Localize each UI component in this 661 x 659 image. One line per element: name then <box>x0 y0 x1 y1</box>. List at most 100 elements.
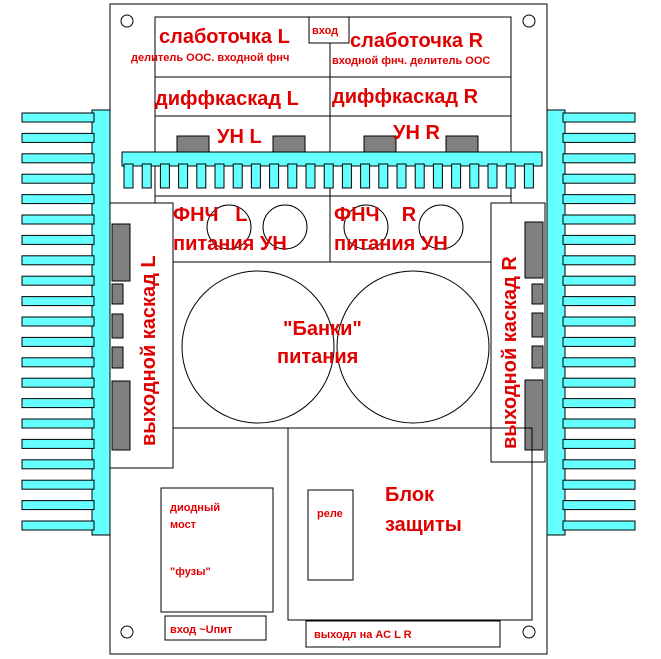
lpf-l-label: ФНЧ L <box>173 204 247 226</box>
mounting-hole-tr <box>522 14 536 28</box>
small-signal-l-title: слаботочка L <box>159 26 290 48</box>
protection-label-2: защиты <box>385 514 462 536</box>
input-label: вход <box>312 25 338 37</box>
output-r-transistor-1 <box>524 221 544 279</box>
ac-output-connector <box>305 620 501 648</box>
right-heatsink-fin <box>562 214 636 225</box>
left-heatsink-fin <box>21 255 95 266</box>
right-heatsink-fin <box>562 234 636 245</box>
vas-heatsink-fin <box>323 163 334 189</box>
right-heatsink-fin <box>562 296 636 307</box>
left-heatsink-fin <box>21 132 95 143</box>
right-heatsink-base <box>546 109 566 536</box>
lpf-l-capacitor-1 <box>206 204 252 250</box>
right-heatsink-fin <box>562 173 636 184</box>
protection-label-1: Блок <box>385 484 435 506</box>
fuses-label: "фузы" <box>170 566 211 578</box>
right-heatsink-fin <box>562 112 636 123</box>
vas-heatsink-fin <box>451 163 462 189</box>
vas-l-label: УН L <box>217 126 262 148</box>
left-heatsink-fin <box>21 316 95 327</box>
right-heatsink-fin <box>562 500 636 511</box>
vas-heatsink-fin <box>196 163 207 189</box>
left-heatsink-fin <box>21 520 95 531</box>
left-heatsink-fin <box>21 336 95 347</box>
small-signal-r-title: слаботочка R <box>350 30 484 52</box>
power-capacitor-r <box>336 270 490 424</box>
output-r-transistor-3 <box>531 312 544 338</box>
left-heatsink-fin <box>21 194 95 205</box>
right-heatsink-fin <box>562 316 636 327</box>
vas-heatsink-fin <box>141 163 152 189</box>
vas-heatsink-fin <box>287 163 298 189</box>
vas-heatsink-fin <box>250 163 261 189</box>
vas-heatsink-fin <box>378 163 389 189</box>
left-heatsink-fin <box>21 357 95 368</box>
vas-heatsink-fin <box>487 163 498 189</box>
left-heatsink-fin <box>21 459 95 470</box>
right-heatsink-fin <box>562 336 636 347</box>
right-heatsink-fin <box>562 398 636 409</box>
output-l-transistor-1 <box>111 223 131 282</box>
left-heatsink-fin <box>21 234 95 245</box>
psu-vas-l-label: питания УН <box>173 233 287 255</box>
lpf-r-capacitor-2 <box>418 204 464 250</box>
left-heatsink-base <box>91 109 111 536</box>
vas-heatsink-fin <box>123 163 134 189</box>
ac-output-label: выходл на АС L R <box>314 629 412 641</box>
left-heatsink-fin <box>21 173 95 184</box>
power-input-label: вход ~Uпит <box>170 624 233 636</box>
vas-heatsink-fin <box>341 163 352 189</box>
right-heatsink-fin <box>562 132 636 143</box>
left-heatsink-fin <box>21 438 95 449</box>
small-signal-l-subtitle: делитель ООС. входной фнч <box>131 52 289 64</box>
lpf-r-capacitor-1 <box>343 204 389 250</box>
mounting-hole-bl <box>120 625 134 639</box>
left-heatsink-fin <box>21 500 95 511</box>
protection-block <box>287 427 533 621</box>
left-heatsink-fin <box>21 377 95 388</box>
right-heatsink-fin <box>562 357 636 368</box>
mounting-hole-br <box>522 625 536 639</box>
diff-stage-r-label: диффкаскад R <box>332 86 479 108</box>
diode-bridge-label-2: мост <box>170 519 197 531</box>
vas-heatsink-fin <box>269 163 280 189</box>
vas-heatsink-fin <box>360 163 371 189</box>
vas-heatsink-fin <box>232 163 243 189</box>
output-stage-l-label: выходной каскад L <box>138 255 160 446</box>
lpf-r-label: ФНЧ R <box>334 204 417 226</box>
left-heatsink-fin <box>21 398 95 409</box>
output-l-transistor-2 <box>111 283 124 305</box>
vas-r-transistor-1 <box>363 135 397 155</box>
vas-l-transistor-2 <box>272 135 306 155</box>
power-caps-label-2: питания <box>277 346 358 368</box>
left-heatsink-fin <box>21 153 95 164</box>
left-heatsink-fin <box>21 214 95 225</box>
left-heatsink-fin <box>21 479 95 490</box>
right-heatsink-fin <box>562 459 636 470</box>
output-r-transistor-5 <box>524 379 544 451</box>
right-heatsink-fin <box>562 194 636 205</box>
diff-stage-l-label: диффкаскад L <box>155 88 299 110</box>
relay <box>307 489 354 581</box>
vas-heatsink-fin <box>178 163 189 189</box>
left-heatsink-fin <box>21 296 95 307</box>
vas-heatsink-fin <box>432 163 443 189</box>
input-connector <box>308 16 350 44</box>
vas-heatsink-fin <box>396 163 407 189</box>
right-heatsink-fin <box>562 275 636 286</box>
right-heatsink-fin <box>562 479 636 490</box>
vas-heatsink-fin <box>214 163 225 189</box>
power-input-connector <box>164 615 267 641</box>
diode-bridge-label-1: диодный <box>170 502 220 514</box>
right-heatsink-fin <box>562 438 636 449</box>
vas-heatsink <box>121 151 543 189</box>
vas-heatsink-fin <box>414 163 425 189</box>
output-r-transistor-2 <box>531 283 544 305</box>
diode-bridge-block <box>160 487 274 613</box>
output-l-transistor-3 <box>111 313 124 339</box>
right-heatsink-fin <box>562 520 636 531</box>
power-capacitor-l <box>181 270 335 424</box>
power-caps-label-1: "Банки" <box>283 318 362 340</box>
